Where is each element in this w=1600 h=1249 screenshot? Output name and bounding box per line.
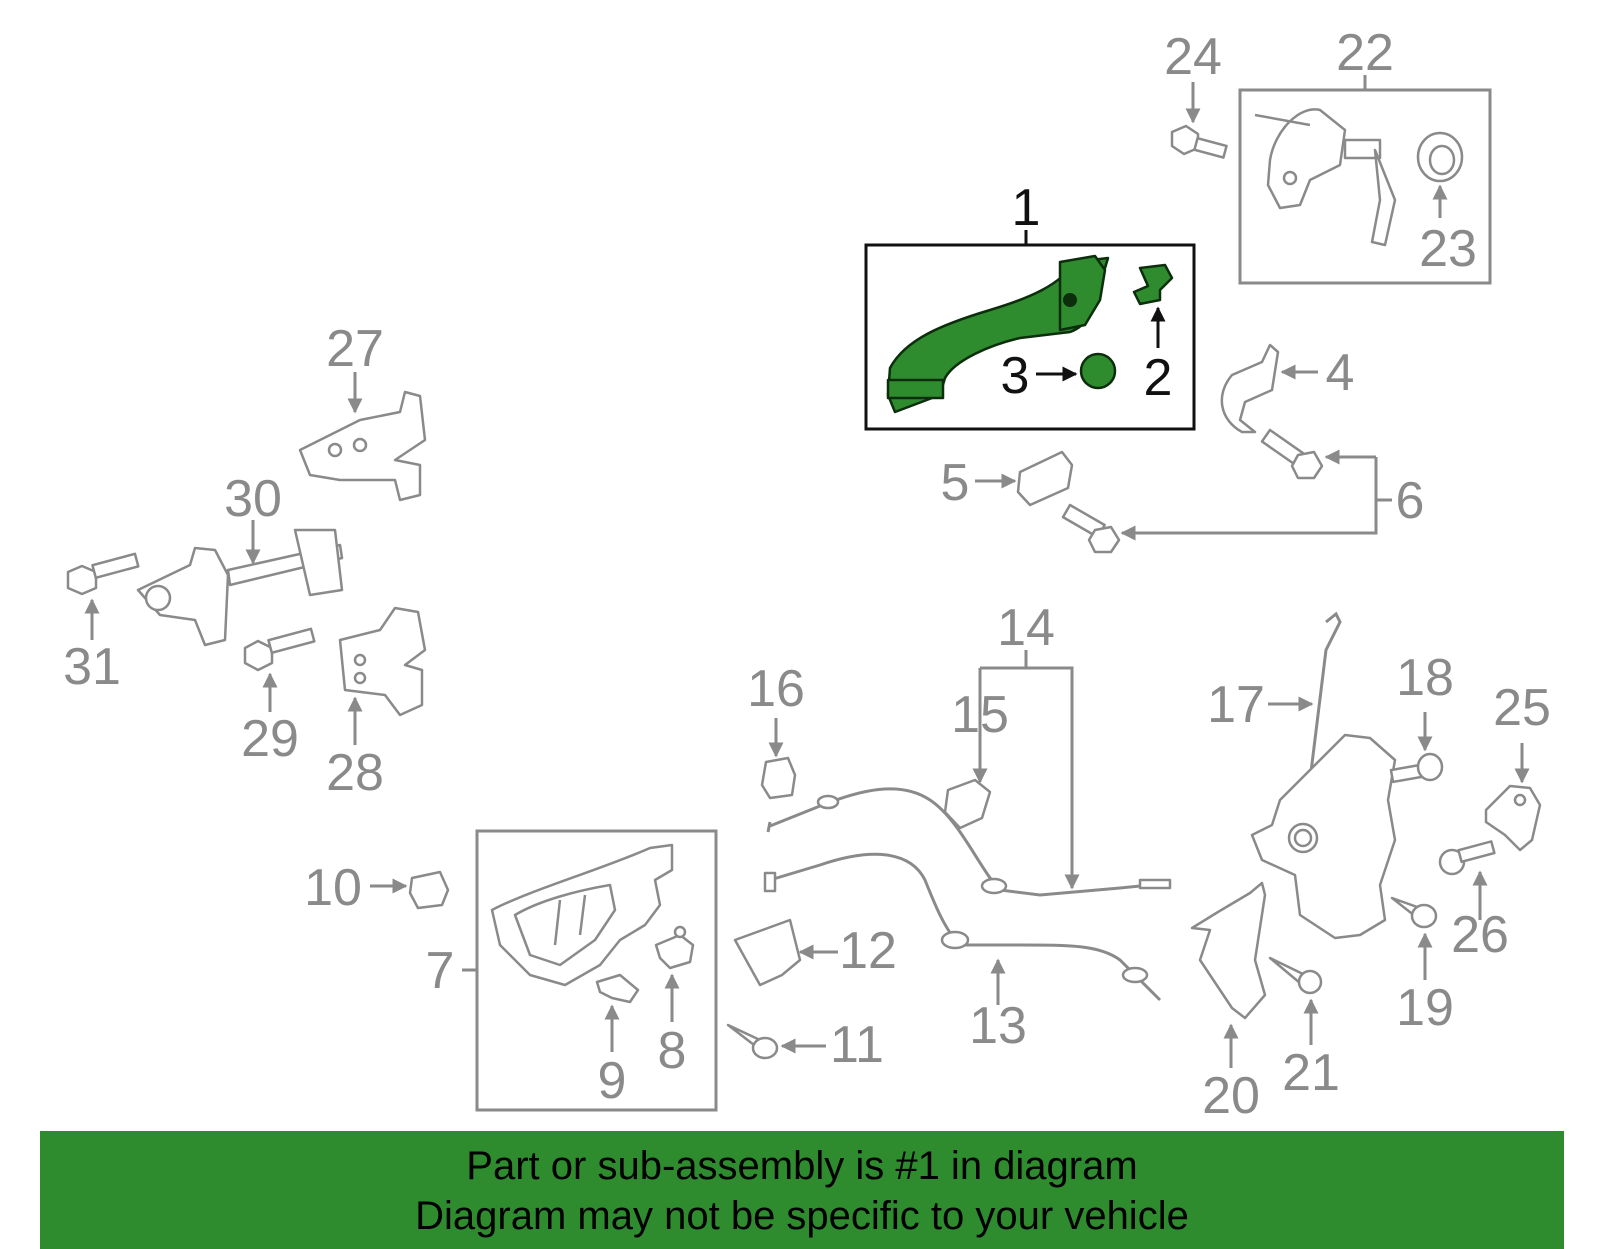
- callout-22: 22: [1336, 24, 1394, 82]
- callout-23: 23: [1419, 220, 1477, 278]
- cylinder-ring-part-23: [1416, 131, 1464, 183]
- callout-29: 29: [241, 710, 299, 768]
- pad-part-12: [733, 918, 802, 987]
- bolt-part-24: [1170, 124, 1228, 159]
- callout-27: 27: [326, 320, 384, 378]
- callout-8: 8: [658, 1022, 687, 1080]
- callout-2: 2: [1144, 349, 1173, 407]
- upper-hinge-part-27: [298, 390, 427, 502]
- clip-part-10: [408, 870, 450, 910]
- callout-6: 6: [1396, 472, 1425, 530]
- lower-hinge-part-28: [338, 606, 427, 717]
- bolt-part-18: [1389, 752, 1444, 784]
- outside-door-handle: [886, 254, 1110, 414]
- cover-part-20: [1190, 881, 1267, 1020]
- callout-31: 31: [63, 638, 121, 696]
- clip-part-15: [943, 778, 992, 830]
- cap-part-3: [1079, 352, 1117, 390]
- screw-part-26: [1438, 840, 1496, 876]
- callout-21: 21: [1282, 1044, 1340, 1102]
- info-banner: Part or sub-assembly is #1 in diagram Di…: [40, 1131, 1564, 1249]
- callout-11: 11: [830, 1016, 884, 1074]
- screw-part-21: [1268, 956, 1323, 995]
- callout-9: 9: [598, 1052, 627, 1110]
- bolt-part-31: [66, 552, 140, 596]
- lock-cylinder: [1254, 108, 1397, 247]
- leader-6: [1124, 455, 1378, 535]
- part-1-box: [864, 243, 1196, 431]
- callout-4: 4: [1326, 344, 1355, 402]
- door-check-part-30: [136, 528, 344, 647]
- callout-26: 26: [1451, 906, 1509, 964]
- callout-28: 28: [326, 744, 384, 802]
- callout-12: 12: [839, 922, 897, 980]
- clip-part-9: [595, 973, 640, 1004]
- callout-15: 15: [951, 686, 1009, 744]
- latch-assembly: [1250, 733, 1397, 940]
- bolt-part-29: [243, 627, 316, 672]
- callout-13: 13: [969, 997, 1027, 1055]
- callout-10: 10: [304, 859, 362, 917]
- clip-part-8: [654, 925, 695, 970]
- callout-20: 20: [1202, 1067, 1260, 1125]
- banner-line-1: Part or sub-assembly is #1 in diagram: [466, 1144, 1138, 1188]
- clip-part-16: [760, 756, 797, 800]
- screw-part-19: [1390, 896, 1438, 929]
- callout-16: 16: [747, 660, 805, 718]
- callout-7: 7: [426, 942, 455, 1000]
- callout-25: 25: [1493, 679, 1551, 737]
- callout-19: 19: [1396, 979, 1454, 1037]
- callout-18: 18: [1396, 649, 1454, 707]
- bolt-part-6a: [1260, 428, 1324, 480]
- screw-part-11: [726, 1023, 779, 1060]
- callout-24: 24: [1164, 28, 1222, 86]
- striker-part-25: [1484, 784, 1542, 852]
- bracket-part-4: [1220, 343, 1280, 434]
- callout-17: 17: [1207, 676, 1265, 734]
- callout-3: 3: [1001, 347, 1030, 405]
- callout-1: 1: [1012, 179, 1041, 237]
- cable-part-13: [763, 852, 1162, 1002]
- cable-part-14: [766, 787, 1172, 897]
- inside-handle-part-7: [490, 843, 674, 987]
- banner-line-2: Diagram may not be specific to your vehi…: [415, 1194, 1189, 1238]
- callout-5: 5: [941, 454, 970, 512]
- handle-cover-part-2: [1132, 263, 1174, 306]
- callout-14: 14: [997, 599, 1055, 657]
- callout-30: 30: [224, 470, 282, 528]
- clip-part-5: [1016, 450, 1074, 507]
- bolt-part-6b: [1061, 503, 1121, 554]
